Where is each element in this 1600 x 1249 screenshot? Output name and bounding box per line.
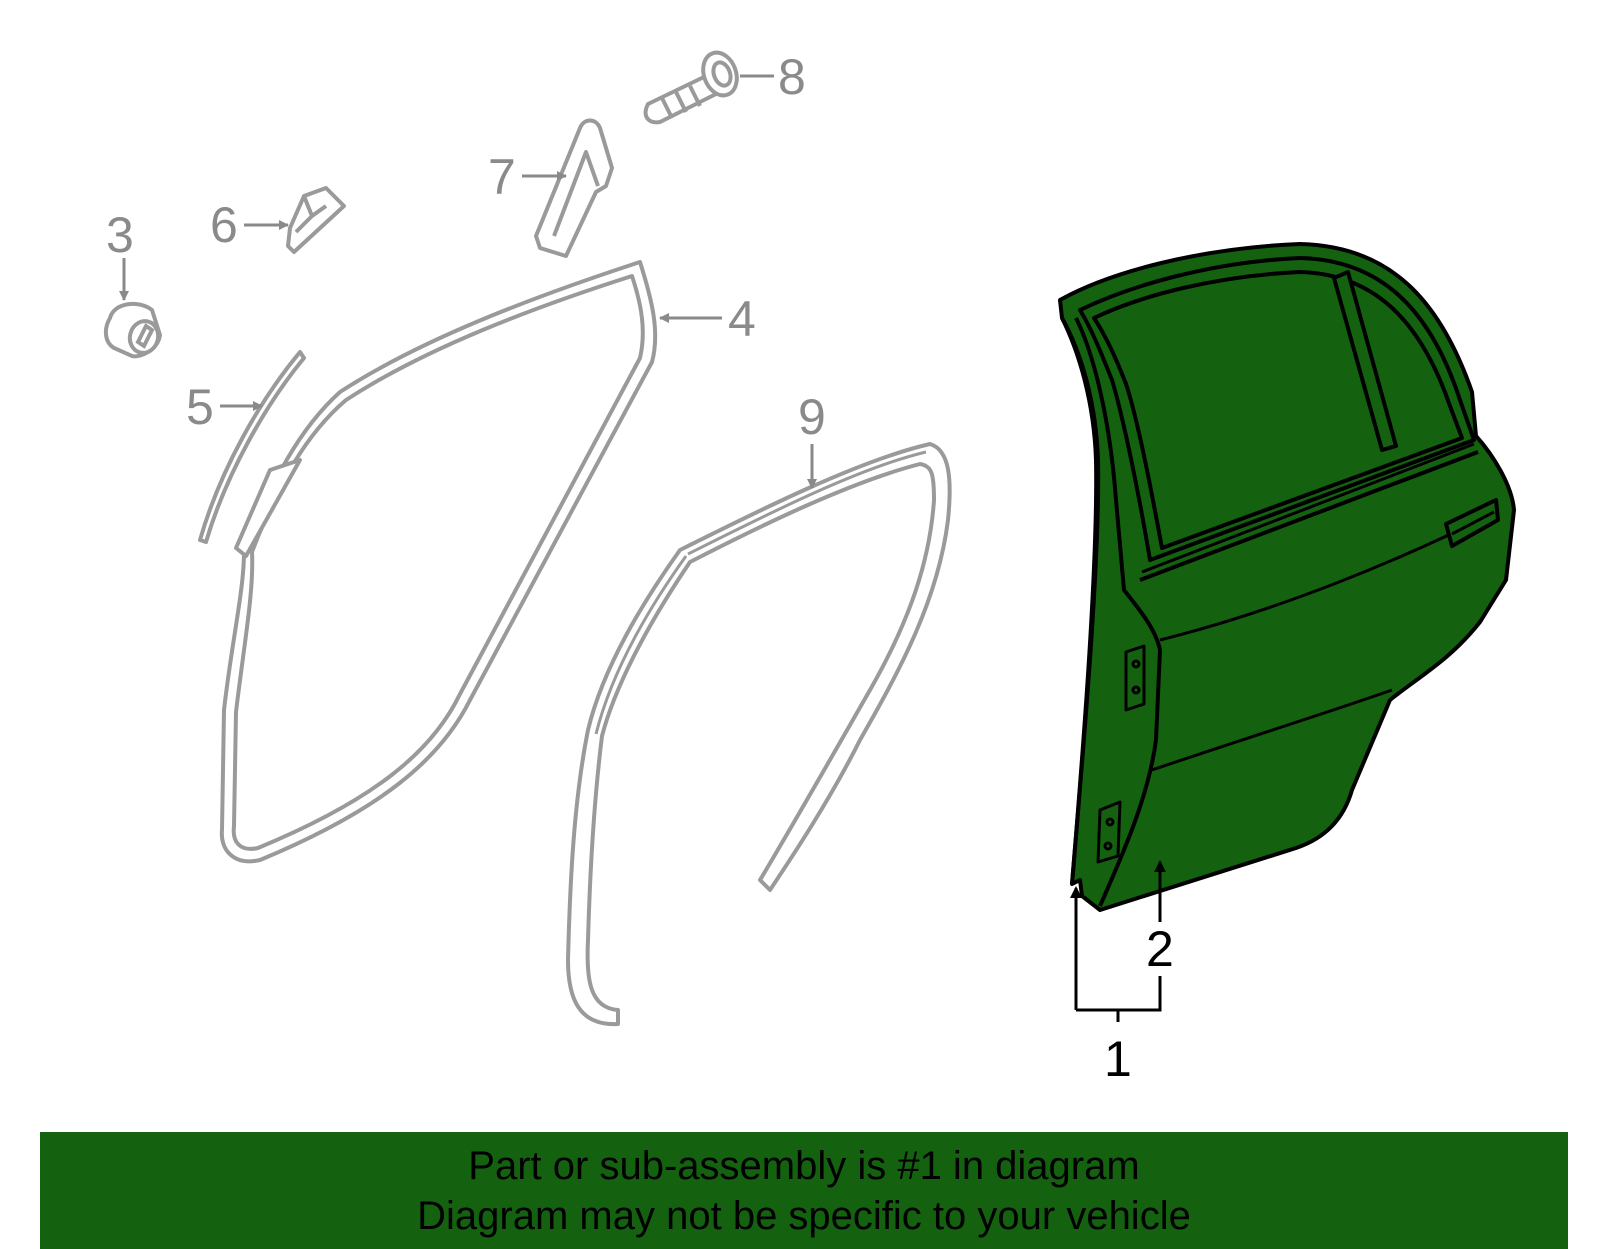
callout-2: 2 — [1146, 921, 1174, 977]
part-1-door-assembly — [1058, 242, 1516, 912]
part-3-plug — [103, 301, 163, 359]
part-7-bracket — [534, 118, 614, 258]
callout-9: 9 — [798, 389, 826, 445]
callout-5: 5 — [186, 379, 214, 435]
callout-6: 6 — [210, 197, 238, 253]
callout-4: 4 — [728, 291, 756, 347]
info-banner: Part or sub-assembly is #1 in diagram Di… — [40, 1132, 1568, 1249]
part-9-weatherstrip — [566, 442, 952, 1027]
part-5-strip — [198, 350, 306, 544]
callout-8: 8 — [778, 49, 806, 105]
banner-line-1: Part or sub-assembly is #1 in diagram — [468, 1143, 1140, 1188]
banner-line-2: Diagram may not be specific to your vehi… — [417, 1193, 1191, 1238]
part-6-clip — [286, 186, 346, 254]
leader-lines — [119, 74, 1166, 1022]
callout-7: 7 — [488, 149, 516, 205]
callout-1: 1 — [1104, 1031, 1132, 1087]
parts-diagram: 3 6 7 8 4 5 9 2 1 — [103, 49, 1516, 1087]
part-4-weatherstrip — [219, 260, 658, 864]
callout-3: 3 — [106, 207, 134, 263]
part-8-screw — [643, 50, 739, 125]
